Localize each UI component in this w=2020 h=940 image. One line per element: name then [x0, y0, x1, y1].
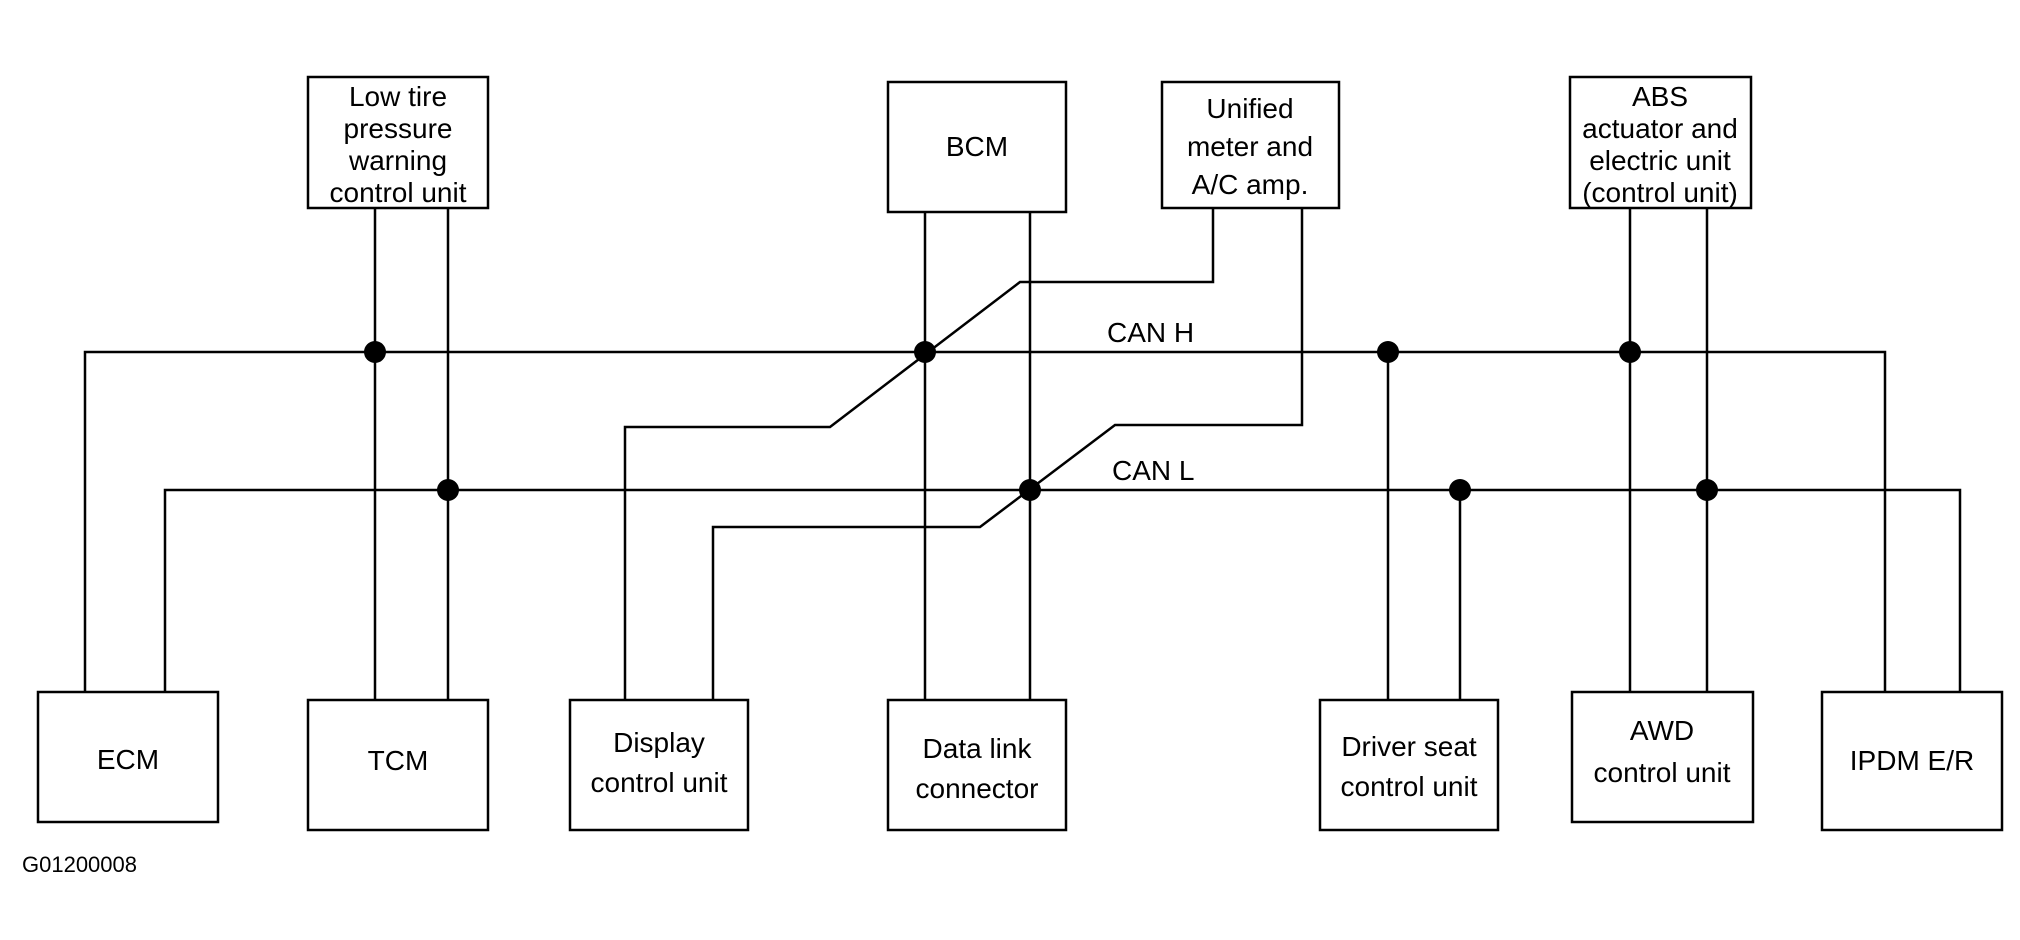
display-control-unit: Display control unit: [568, 698, 750, 832]
low-tire-pressure-unit: Low tire pressure warning control unit: [306, 75, 490, 210]
unit-label-line: ECM: [97, 744, 159, 775]
unit-label-line: connector: [916, 773, 1039, 804]
unit-label-line: pressure: [344, 113, 453, 144]
driver-seat-control-unit: Driver seat control unit: [1318, 698, 1500, 832]
unit-label-line: ABS: [1632, 81, 1688, 112]
junction-dot: [1619, 341, 1641, 363]
junctions: [364, 341, 1718, 501]
figure-code: G01200008: [22, 852, 137, 877]
unit-label-line: control unit: [330, 177, 467, 208]
unit-label-line: Unified: [1206, 93, 1293, 124]
can-h-line: [83, 350, 1887, 692]
wiring: [83, 208, 1962, 700]
junction-dot: [437, 479, 459, 501]
unit-label-line: control unit: [1594, 757, 1731, 788]
can-l-label: CAN L: [1112, 455, 1194, 486]
abs-unit: ABS actuator and electric unit (control …: [1568, 75, 1753, 210]
awd-control-unit: AWD control unit: [1570, 690, 1755, 824]
unit-label-line: BCM: [946, 131, 1008, 162]
junction-dot: [1377, 341, 1399, 363]
junction-dot: [1696, 479, 1718, 501]
junction-dot: [364, 341, 386, 363]
bcm-unit: BCM: [886, 80, 1068, 214]
unit-label-line: (control unit): [1582, 177, 1738, 208]
ecm-unit: ECM: [36, 690, 220, 824]
unified-meter-unit: Unified meter and A/C amp.: [1160, 80, 1341, 210]
unit-label-line: warning: [348, 145, 447, 176]
unit-label-line: A/C amp.: [1192, 169, 1309, 200]
unit-label-line: electric unit: [1589, 145, 1731, 176]
unit-label-line: actuator and: [1582, 113, 1738, 144]
can-h-label: CAN H: [1107, 317, 1194, 348]
unit-label-line: Low tire: [349, 81, 447, 112]
ipdm-er-unit: IPDM E/R: [1820, 690, 2004, 832]
unit-label-line: IPDM E/R: [1850, 745, 1974, 776]
unit-label-line: control unit: [591, 767, 728, 798]
unit-label-line: Driver seat: [1341, 731, 1477, 762]
meter-l-wire: [711, 208, 1304, 700]
unit-label-line: control unit: [1341, 771, 1478, 802]
unit-label-line: Data link: [923, 733, 1033, 764]
junction-dot: [914, 341, 936, 363]
junction-dot: [1019, 479, 1041, 501]
unit-label-line: AWD: [1630, 715, 1694, 746]
unit-label-line: meter and: [1187, 131, 1313, 162]
junction-dot: [1449, 479, 1471, 501]
unit-label-line: TCM: [368, 745, 429, 776]
unit-label-line: Display: [613, 727, 705, 758]
can-l-line: [163, 488, 1962, 692]
data-link-connector: Data link connector: [886, 698, 1068, 832]
tcm-unit: TCM: [306, 698, 490, 832]
